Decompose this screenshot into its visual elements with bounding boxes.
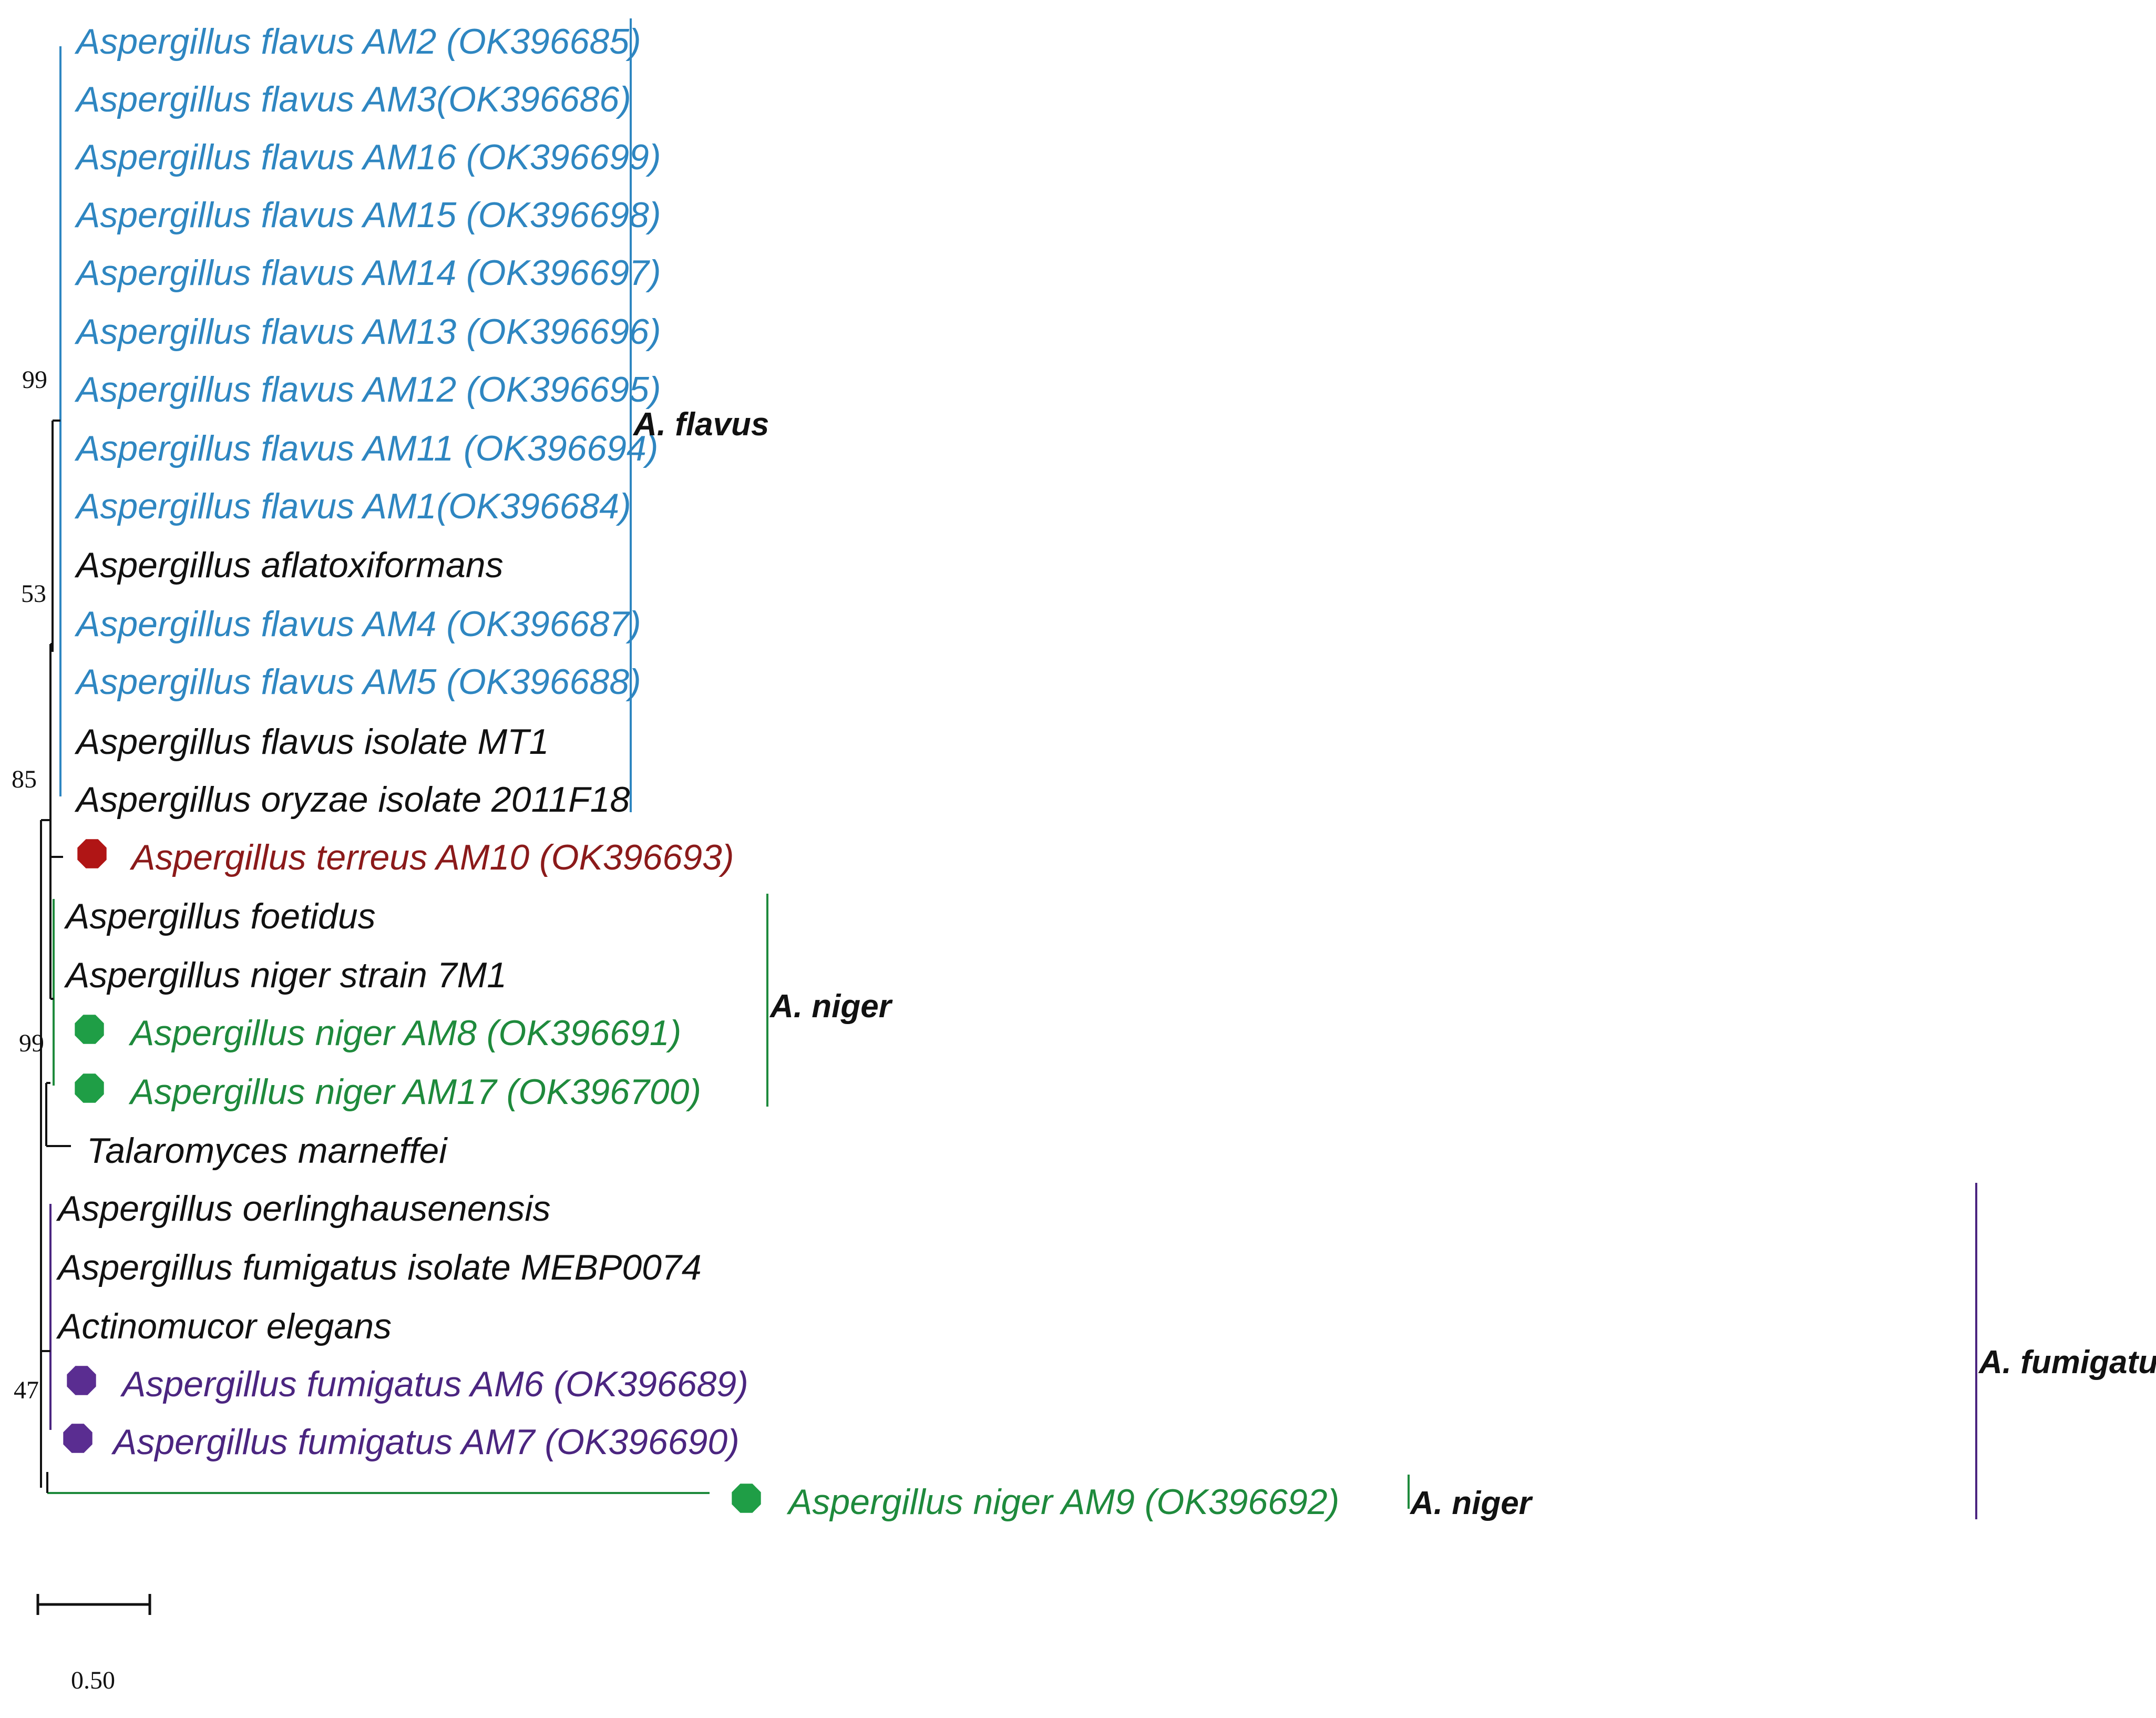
clade-label: A. niger bbox=[769, 988, 893, 1025]
taxon-label: Aspergillus fumigatus AM7 (OK396690) bbox=[111, 1422, 740, 1462]
taxon-label: Aspergillus niger AM9 (OK396692) bbox=[786, 1482, 1339, 1522]
taxon-label: Aspergillus niger strain 7M1 bbox=[64, 955, 507, 995]
clade-label: A. flavus bbox=[632, 406, 769, 443]
taxon-label: Aspergillus flavus AM3(OK396686) bbox=[74, 79, 631, 119]
taxon-label: Aspergillus flavus AM2 (OK396685) bbox=[74, 22, 641, 62]
taxon-label: Aspergillus niger AM17 (OK396700) bbox=[128, 1072, 701, 1112]
taxon-marker-icon bbox=[77, 839, 107, 868]
taxon-label: Aspergillus foetidus bbox=[64, 896, 376, 936]
taxon-label: Aspergillus niger AM8 (OK396691) bbox=[128, 1013, 681, 1053]
taxon-label: Aspergillus flavus AM5 (OK396688) bbox=[74, 662, 641, 702]
taxon-label: Aspergillus flavus AM13 (OK396696) bbox=[74, 312, 661, 352]
taxon-label: Aspergillus aflatoxiformans bbox=[74, 545, 504, 585]
taxon-label: Aspergillus flavus AM14 (OK396697) bbox=[74, 253, 661, 293]
taxon-label: Aspergillus flavus AM15 (OK396698) bbox=[74, 195, 661, 235]
taxon-marker-icon bbox=[67, 1366, 96, 1395]
taxon-label: Aspergillus flavus isolate MT1 bbox=[74, 722, 549, 762]
bootstrap-value: 85 bbox=[12, 765, 37, 793]
bootstrap-value: 53 bbox=[21, 580, 46, 608]
scale-bar-label: 0.50 bbox=[71, 1666, 115, 1694]
clade-label: A. niger bbox=[1409, 1485, 1533, 1521]
taxon-label: Aspergillus flavus AM16 (OK396699) bbox=[74, 137, 661, 177]
taxon-label: Aspergillus flavus AM4 (OK396687) bbox=[74, 604, 641, 644]
taxon-label: Aspergillus fumigatus isolate MEBP0074 bbox=[56, 1247, 702, 1287]
taxon-label: Aspergillus oerlinghausenensis bbox=[56, 1189, 550, 1229]
taxon-label: Aspergillus flavus AM11 (OK396694) bbox=[74, 428, 658, 468]
bootstrap-value: 99 bbox=[22, 366, 47, 394]
taxon-label: Aspergillus oryzae isolate 2011F18 bbox=[74, 780, 630, 820]
taxon-marker-icon bbox=[63, 1424, 93, 1453]
bootstrap-value: 99 bbox=[19, 1029, 44, 1057]
taxon-label: Aspergillus flavus AM1(OK396684) bbox=[74, 486, 631, 526]
taxon-marker-icon bbox=[75, 1073, 104, 1103]
taxon-marker-icon bbox=[75, 1015, 104, 1044]
taxon-marker-icon bbox=[732, 1484, 761, 1513]
taxon-label: Talaromyces marneffei bbox=[87, 1131, 448, 1171]
clade-label: A. fumigatus bbox=[1978, 1344, 2156, 1380]
taxon-label: Actinomucor elegans bbox=[56, 1306, 392, 1346]
taxon-label: Aspergillus flavus AM12 (OK396695) bbox=[74, 370, 661, 410]
bootstrap-value: 47 bbox=[14, 1376, 39, 1404]
taxon-label: Aspergillus terreus AM10 (OK396693) bbox=[129, 837, 734, 877]
taxon-label: Aspergillus fumigatus AM6 (OK396689) bbox=[120, 1364, 748, 1404]
